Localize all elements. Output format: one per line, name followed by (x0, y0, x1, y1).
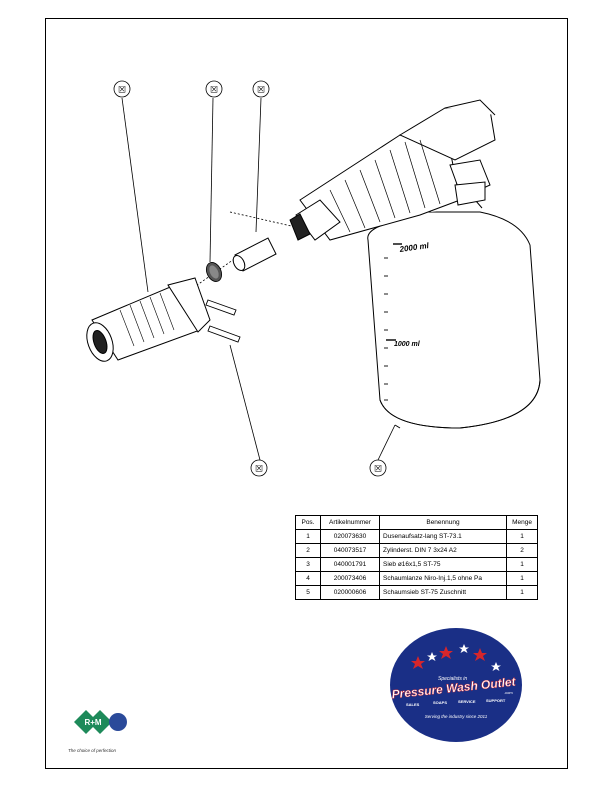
row-artikelnummer: 020000606 (320, 585, 380, 600)
row-benennung: Schaumsieb ST-75 Zuschnitt (379, 585, 507, 600)
callout-5: ☒ (369, 459, 387, 477)
nozzle-attachment (86, 277, 211, 362)
header-pos: Pos. (295, 515, 321, 530)
row-pos: 5 (295, 585, 321, 600)
row-pos: 2 (295, 543, 321, 558)
nozzle-ribs (119, 292, 175, 347)
bottle-graduations (384, 243, 402, 401)
table-header-row: Pos. Artikelnummer Benennung Menge (295, 515, 538, 530)
callout-3: ☒ (252, 80, 270, 98)
badge-background (390, 628, 522, 742)
page-frame (45, 18, 568, 769)
row-menge: 1 (506, 585, 538, 600)
row-artikelnummer: 040001791 (320, 557, 380, 572)
mesh-disc (205, 262, 223, 282)
badge-category-service: SERVICE (458, 699, 476, 704)
table-row: 2 040073517 Zylinderst. DIN 7 3x24 A2 2 (295, 543, 538, 558)
pressure-wash-outlet-badge: Specialists in Pressure Wash Outlet .com… (390, 628, 522, 742)
row-benennung: Zylinderst. DIN 7 3x24 A2 (379, 543, 507, 558)
badge-domain: .com (504, 690, 513, 695)
table-row: 1 020073630 Dusenaufsatz-lang ST-73.1 1 (295, 529, 538, 544)
row-pos: 3 (295, 557, 321, 572)
header-menge: Menge (506, 515, 538, 530)
header-benennung: Benennung (379, 515, 507, 530)
bottle-mark-1000: 1000 ml (394, 341, 421, 348)
rm-logo: R+M (74, 710, 127, 734)
callout-1: ☒ (113, 80, 131, 98)
row-artikelnummer: 020073630 (320, 529, 380, 544)
row-artikelnummer: 040073517 (320, 543, 380, 558)
cylinder-pins (205, 299, 241, 343)
lance-ribs (329, 139, 441, 233)
callout-5-label: ☒ (374, 464, 382, 474)
callout-1-label: ☒ (118, 85, 126, 95)
callout-4: ☒ (250, 459, 268, 477)
rm-logo-mark: R+M (84, 718, 101, 727)
leader-lines (121, 97, 396, 461)
row-benennung: Sieb ø16x1,5 ST-75 (379, 557, 507, 572)
rm-logo-globe (109, 713, 127, 731)
rm-logo-diamond-right (88, 710, 112, 734)
row-pos: 4 (295, 571, 321, 586)
row-menge: 1 (506, 529, 538, 544)
callout-circles: ☒ ☒ ☒ ☒ ☒ (113, 80, 387, 477)
parts-table: Pos. Artikelnummer Benennung Menge 1 020… (295, 515, 538, 600)
row-menge: 1 (506, 571, 538, 586)
table-row: 5 020000606 Schaumsieb ST-75 Zuschnitt 1 (295, 585, 538, 600)
callout-3-label: ☒ (257, 85, 265, 95)
badge-category-soaps: SOAPS (433, 700, 447, 705)
rm-logo-tagline: The choice of perfection (68, 748, 117, 753)
callout-2-label: ☒ (210, 85, 218, 95)
bottle-mark-2000: 2000 ml (398, 241, 430, 254)
header-artikelnummer: Artikelnummer (320, 515, 380, 530)
row-menge: 2 (506, 543, 538, 558)
row-artikelnummer: 200073406 (320, 571, 380, 586)
badge-top-text: Specialists in (438, 676, 467, 682)
table-row: 4 200073406 Schaumlanze Niro-Inj.1,5 ohn… (295, 571, 538, 586)
filter-cylinder (232, 237, 277, 272)
badge-stars (411, 646, 487, 669)
badge-category-sales: SALES (406, 702, 420, 707)
badge-category-support: SUPPORT (486, 698, 506, 703)
row-pos: 1 (295, 529, 321, 544)
foam-bottle (367, 193, 541, 429)
foam-lance-body (289, 99, 496, 241)
badge-white-stars (427, 644, 501, 671)
row-menge: 1 (506, 557, 538, 572)
row-benennung: Dusenaufsatz-lang ST-73.1 (379, 529, 507, 544)
table-row: 3 040001791 Sieb ø16x1,5 ST-75 1 (295, 557, 538, 572)
row-benennung: Schaumlanze Niro-Inj.1,5 ohne Pa (379, 571, 507, 586)
rm-logo-diamond-left (74, 710, 98, 734)
badge-slogan: Serving the industry since 2011 (425, 714, 488, 719)
callout-2: ☒ (205, 80, 223, 98)
callout-4-label: ☒ (255, 464, 263, 474)
